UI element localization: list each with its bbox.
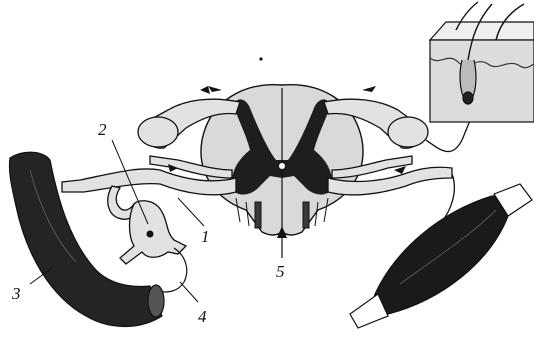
vessel-lumen xyxy=(148,285,164,317)
skin-front xyxy=(430,40,534,122)
callout-3: 3 xyxy=(12,285,21,302)
right-spinal-ganglion xyxy=(388,117,428,147)
hair-bulb xyxy=(463,92,473,104)
left-spinal-ganglion xyxy=(138,117,178,147)
callout-2: 2 xyxy=(98,121,107,138)
ink-dot xyxy=(259,57,262,60)
skin-top xyxy=(430,22,534,40)
callout-1: 1 xyxy=(201,228,210,245)
central-canal xyxy=(279,163,285,169)
ganglion-neuron xyxy=(147,231,154,238)
muscle-belly xyxy=(374,196,510,314)
skin-block xyxy=(430,2,534,122)
callout-4: 4 xyxy=(198,308,207,325)
leader-4 xyxy=(180,282,198,302)
spinal-cord-section xyxy=(201,57,363,235)
skeletal-muscle xyxy=(350,184,532,328)
callout-5: 5 xyxy=(276,263,285,280)
leader-1 xyxy=(178,198,204,226)
